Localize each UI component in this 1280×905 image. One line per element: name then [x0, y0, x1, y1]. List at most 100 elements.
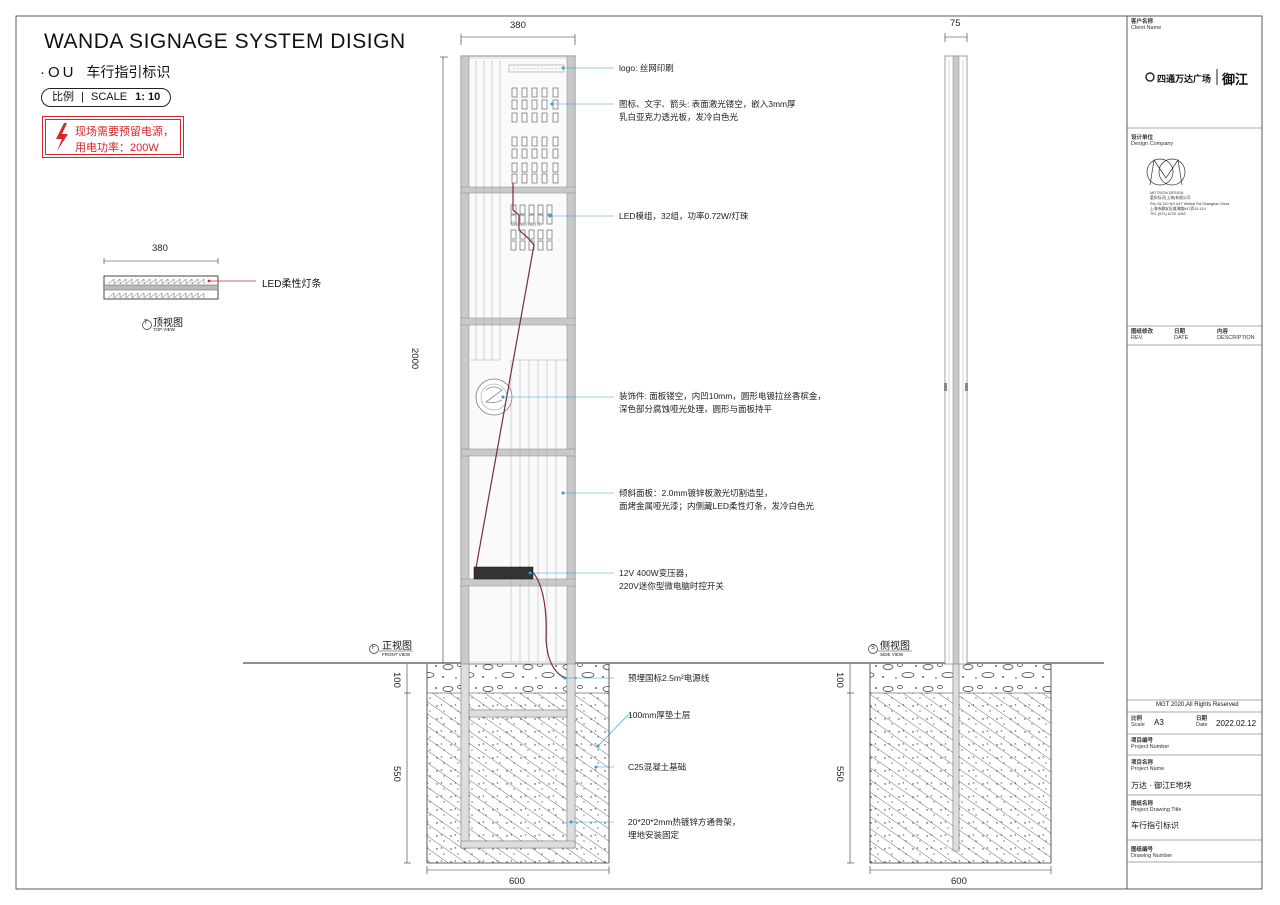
front-depth-100: 100	[391, 672, 402, 688]
led-cell	[531, 162, 538, 173]
led-cell	[541, 173, 548, 184]
led-cell	[511, 87, 518, 98]
led-cell	[537, 214, 544, 225]
annotation-4: 装饰件: 面板镂空，内凹10mm，圆形电镀拉丝香槟金，深色部分腐蚀哑光处理，圆形…	[619, 390, 826, 416]
page-title: WANDA SIGNAGE SYSTEM DISIGN	[44, 30, 406, 53]
led-cell	[537, 229, 544, 240]
led-cell	[510, 229, 517, 240]
led-cell	[528, 214, 535, 225]
design-company-line: 重庆标识(上海)有限公司	[1150, 196, 1191, 201]
front-view-title: 正视图	[382, 641, 412, 652]
led-cell	[519, 240, 526, 251]
annotation-line: 面烤金属哑光漆；内侧藏LED柔性灯条，发冷白色光	[619, 501, 815, 511]
led-cell	[519, 204, 526, 215]
led-cell	[546, 229, 553, 240]
annotation-line: 乳白亚克力透光板，发冷白色光	[619, 112, 739, 122]
led-cell	[541, 112, 548, 123]
led-cell	[511, 173, 518, 184]
subtitle-prefix: ·OU	[40, 64, 77, 81]
led-cell	[510, 214, 517, 225]
led-cell	[531, 99, 538, 110]
led-cell	[531, 173, 538, 184]
power-warning-box: 现场需要预留电源， 用电功率：200W	[42, 116, 184, 158]
led-cell	[552, 87, 559, 98]
led-cell	[552, 173, 559, 184]
warning-line-2: 用电功率：200W	[75, 142, 159, 154]
tb-date-value: 2022.02.12	[1216, 719, 1257, 728]
annotation-2: 图标、文字、箭头: 表面激光镂空，嵌入3mm厚乳白亚克力透光板，发冷白色光	[619, 98, 796, 124]
annotation-10: 20*20*2mm热镀锌方通骨架，埋地安装固定	[628, 816, 740, 842]
led-cell	[521, 112, 528, 123]
side-view-title-en: SIDE VIEW	[880, 652, 904, 657]
side-view	[847, 33, 1052, 874]
side-base-width: 600	[951, 876, 967, 887]
led-cell	[511, 99, 518, 110]
led-cell	[541, 99, 548, 110]
led-cell	[510, 240, 517, 251]
design-company-line: TEL (021) 6720 1062	[1150, 212, 1186, 217]
design-company-line: 上海市静安区威海路647弄15-110	[1150, 206, 1206, 211]
led-cell	[519, 214, 526, 225]
led-cell	[531, 148, 538, 159]
side-view-marker: S	[871, 645, 876, 651]
front-view	[369, 34, 610, 874]
tb-drawing-title-value: 车行指引标识	[1131, 821, 1179, 830]
led-cell	[528, 204, 535, 215]
annotation-6: 12V 400W变压器，220V迷你型微电脑时控开关	[619, 567, 724, 593]
led-cell	[511, 112, 518, 123]
front-height-dim: 2000	[409, 348, 420, 370]
annotation-line: 预埋国标2.5m²电源线	[628, 673, 710, 683]
led-cell	[521, 162, 528, 173]
client-logo-icon	[1145, 69, 1218, 85]
led-cell	[546, 204, 553, 215]
title-block-grid	[1127, 127, 1262, 863]
led-cell	[531, 87, 538, 98]
led-cell	[552, 136, 559, 147]
annotation-line: 220V迷你型微电脑时控开关	[619, 581, 724, 591]
scale-label: 比例	[52, 91, 74, 103]
design-company-line: MGTSIGN DESIGN	[1150, 191, 1184, 195]
outer-frame	[15, 15, 1263, 890]
side-depth-550: 550	[834, 766, 845, 782]
annotation-7: 预埋国标2.5m²电源线	[628, 672, 709, 685]
led-cell	[552, 148, 559, 159]
led-cell	[546, 240, 553, 251]
side-view-title: 侧视图	[880, 641, 910, 652]
front-base-width: 600	[509, 876, 525, 887]
led-cell	[528, 229, 535, 240]
led-cell	[521, 136, 528, 147]
led-cell	[511, 136, 518, 147]
annotation-3: LED模组，32组，功率0.72W/灯珠	[619, 210, 748, 223]
annotation-line: 装饰件: 面板镂空，内凹10mm，圆形电镀拉丝香槟金，	[619, 391, 826, 401]
scale-badge: 比例 | SCALE 1: 10	[41, 88, 172, 107]
annotation-line: C25混凝土基础	[628, 762, 687, 772]
scale-value: 1: 10	[135, 91, 161, 103]
annotation-1: logo: 丝网印刷	[619, 62, 674, 75]
client-logo-text: 四通万达广场	[1157, 74, 1212, 84]
transformer-box	[473, 566, 534, 580]
subtitle-text: 车行指引标识	[86, 64, 171, 80]
led-cell	[521, 173, 528, 184]
client-logo-text-2: 御江	[1222, 72, 1249, 87]
annotation-line: 图标、文字、箭头: 表面激光镂空，嵌入3mm厚	[619, 99, 796, 109]
led-cell	[541, 87, 548, 98]
led-cell	[537, 204, 544, 215]
decorative-circle-medallion	[475, 378, 513, 416]
lightning-icon	[56, 123, 68, 151]
top-view-width-dim: 380	[152, 243, 168, 254]
annotation-line: LED模组，32组，功率0.72W/灯珠	[619, 211, 749, 221]
led-strip-label: LED柔性灯条	[262, 279, 322, 290]
led-cell	[541, 148, 548, 159]
tb-project-name-value: 万达 · 御江E地块	[1131, 781, 1192, 790]
tb-copyright: MGT 2020,All Rights Reserved	[1156, 702, 1239, 708]
power-cable	[475, 183, 535, 569]
